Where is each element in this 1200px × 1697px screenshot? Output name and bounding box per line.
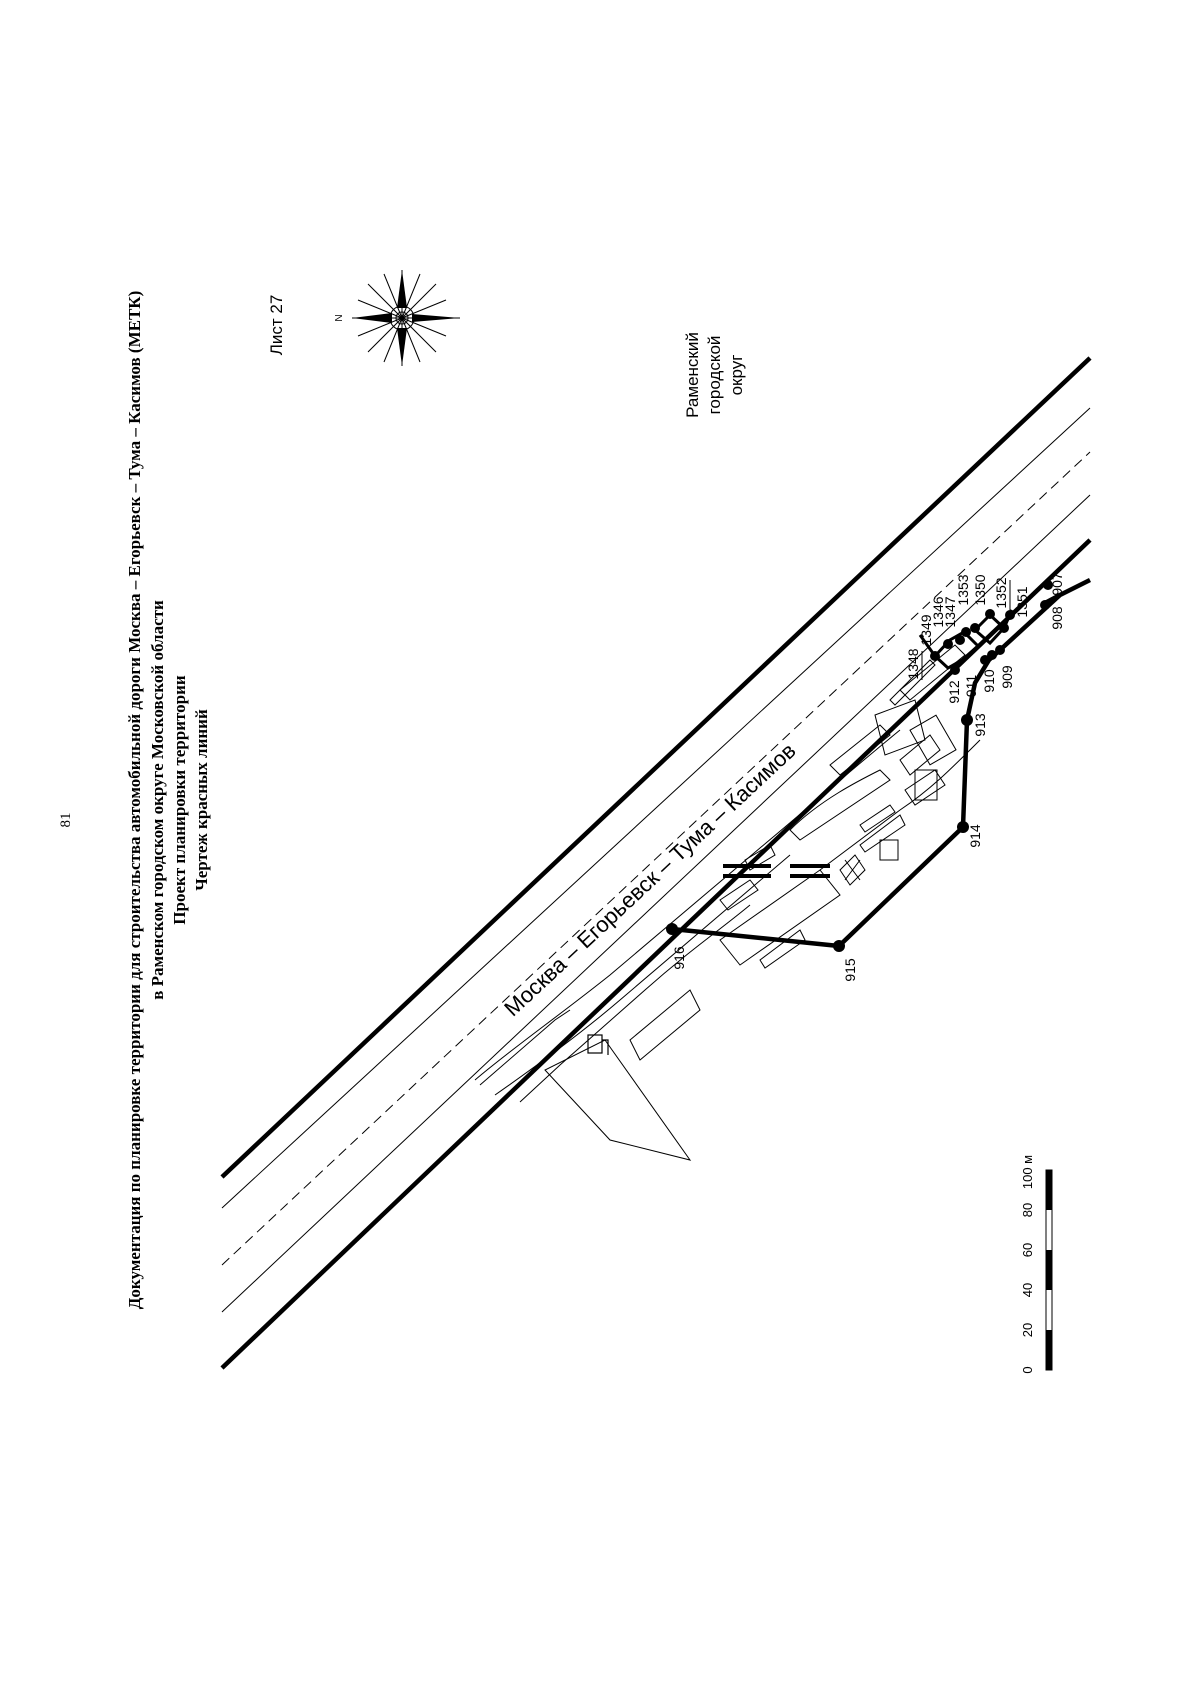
boundary-point-912: [950, 665, 960, 675]
scale-tick-0: 0: [1020, 1366, 1035, 1373]
parking-bays: [723, 864, 830, 878]
title-line-2: в Раменском городском округе Московской …: [148, 600, 167, 1000]
svg-text:1349: 1349: [918, 614, 934, 645]
road-name: Москва – Егорьевск – Тума – Касимов: [499, 738, 800, 1021]
boundary-point-1351: [1005, 610, 1015, 620]
road-centerline: [221, 451, 1091, 1266]
point-label-underlines: [921, 580, 1011, 680]
red-line-upper: [220, 356, 1092, 1179]
svg-text:916: 916: [671, 946, 687, 970]
road-corridor: [220, 356, 1092, 1370]
page-number: 81: [58, 813, 74, 828]
boundary-point-914: [957, 821, 969, 833]
svg-text:округ: округ: [727, 355, 746, 396]
svg-text:1347: 1347: [942, 596, 958, 627]
boundary-point-1347: [961, 627, 971, 637]
fuel-station-icon: [587, 1034, 609, 1055]
boundary-point-1348: [930, 651, 940, 661]
boundary-point-908: [1040, 600, 1050, 610]
scale-tick-20: 20: [1020, 1323, 1035, 1337]
boundary-point-913: [961, 714, 973, 726]
title-block: Документация по планировке территории дл…: [125, 291, 211, 1310]
svg-text:909: 909: [999, 665, 1015, 689]
svg-text:1352: 1352: [993, 577, 1009, 608]
scale-tick-60: 60: [1020, 1243, 1035, 1257]
scale-tick-40: 40: [1020, 1283, 1035, 1297]
scale-bar: 0 20 40 60 80 100 м: [1020, 1155, 1053, 1374]
road-edge-line: [221, 407, 1091, 1209]
sheet-label: Лист 27: [267, 295, 286, 356]
svg-text:1350: 1350: [972, 574, 988, 605]
boundary-point-1353: [970, 623, 980, 633]
svg-text:913: 913: [972, 713, 988, 737]
svg-text:910: 910: [981, 669, 997, 693]
boundary-point-907: [1043, 580, 1053, 590]
boundary-point-909: [995, 645, 1005, 655]
svg-text:Раменский: Раменский: [683, 332, 702, 418]
service-area: [474, 644, 981, 1161]
svg-text:911: 911: [963, 675, 979, 698]
svg-text:городской: городской: [705, 336, 724, 415]
svg-text:912: 912: [946, 680, 962, 704]
red-line-boundary: [671, 577, 1092, 949]
scale-tick-100: 100 м: [1020, 1155, 1035, 1189]
point-labels: 916 915 914 913 912 911 910 909 908 907 …: [671, 572, 1065, 982]
boundary-point-916: [666, 923, 678, 935]
compass-rose-icon: N: [334, 270, 460, 366]
svg-text:907: 907: [1049, 572, 1065, 596]
scale-tick-80: 80: [1020, 1203, 1035, 1217]
svg-text:1351: 1351: [1014, 586, 1030, 617]
boundary-point-911: [980, 655, 990, 665]
svg-text:1348: 1348: [905, 648, 921, 679]
boundary-points: [666, 580, 1053, 952]
road-edge-line: [221, 494, 1091, 1313]
title-line-1: Документация по планировке территории дл…: [125, 291, 144, 1310]
svg-text:914: 914: [967, 824, 983, 848]
svg-text:1353: 1353: [955, 574, 971, 605]
svg-text:908: 908: [1049, 606, 1065, 630]
boundary-point-1349: [943, 639, 953, 649]
boundary-point-1350: [985, 609, 995, 619]
boundary-point-1352: [999, 623, 1009, 633]
red-line-lower: [220, 538, 1092, 1370]
boundary-point-1346: [955, 635, 965, 645]
boundary-point-915: [833, 940, 845, 952]
compass-north-letter: N: [334, 314, 345, 321]
district-label: Раменский городской округ: [683, 332, 746, 418]
title-line-4: Чертеж красных линий: [192, 709, 211, 891]
svg-text:915: 915: [842, 958, 858, 982]
boundary-point-910: [987, 650, 997, 660]
svg-text:1346: 1346: [930, 596, 946, 627]
title-line-3: Проект планировки территории: [170, 675, 189, 925]
